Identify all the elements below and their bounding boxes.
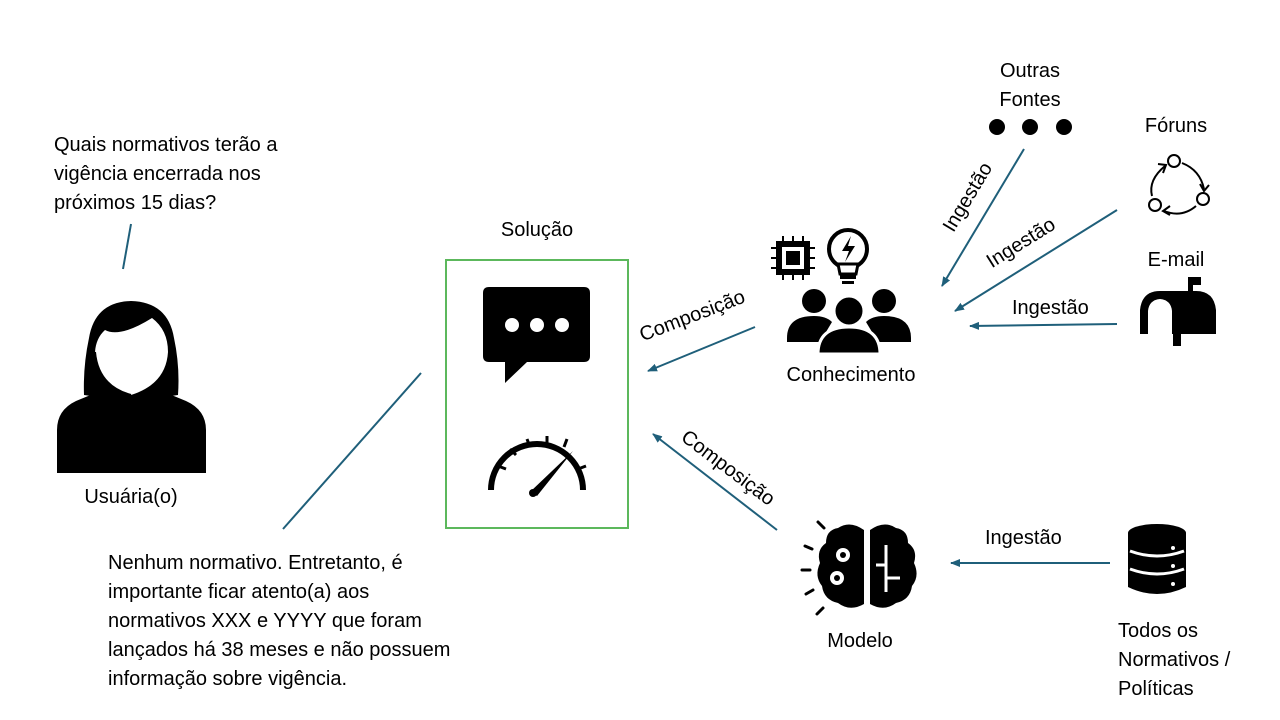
node-model: Modelo bbox=[827, 630, 893, 652]
arrow-compose-knowledge bbox=[647, 326, 756, 372]
arrow-ingest-forums bbox=[954, 209, 1118, 312]
arrow-compose-model bbox=[652, 433, 778, 531]
node-user: Usuária(o) bbox=[84, 486, 178, 508]
node-all-norms: Todos os Normativos / Políticas bbox=[1118, 620, 1231, 700]
node-email: E-mail bbox=[1147, 249, 1205, 271]
answer-pointer bbox=[282, 372, 422, 530]
solution-box bbox=[445, 259, 629, 529]
label-ingest-norms: Ingestão bbox=[985, 527, 1062, 549]
user-question: Quais normativos terão a vigência encerr… bbox=[54, 134, 278, 214]
system-answer: Nenhum normativo. Entretanto, é importan… bbox=[108, 552, 451, 690]
node-other-sources: Outras Fontes bbox=[999, 60, 1061, 111]
node-knowledge: Conhecimento bbox=[786, 364, 916, 386]
arrow-ingest-other bbox=[941, 148, 1025, 287]
node-forums: Fóruns bbox=[1144, 115, 1208, 137]
node-solution: Solução bbox=[500, 219, 574, 241]
question-pointer bbox=[122, 223, 132, 270]
arrow-ingest-email bbox=[969, 321, 1118, 330]
label-ingest-email: Ingestão bbox=[1012, 297, 1089, 319]
